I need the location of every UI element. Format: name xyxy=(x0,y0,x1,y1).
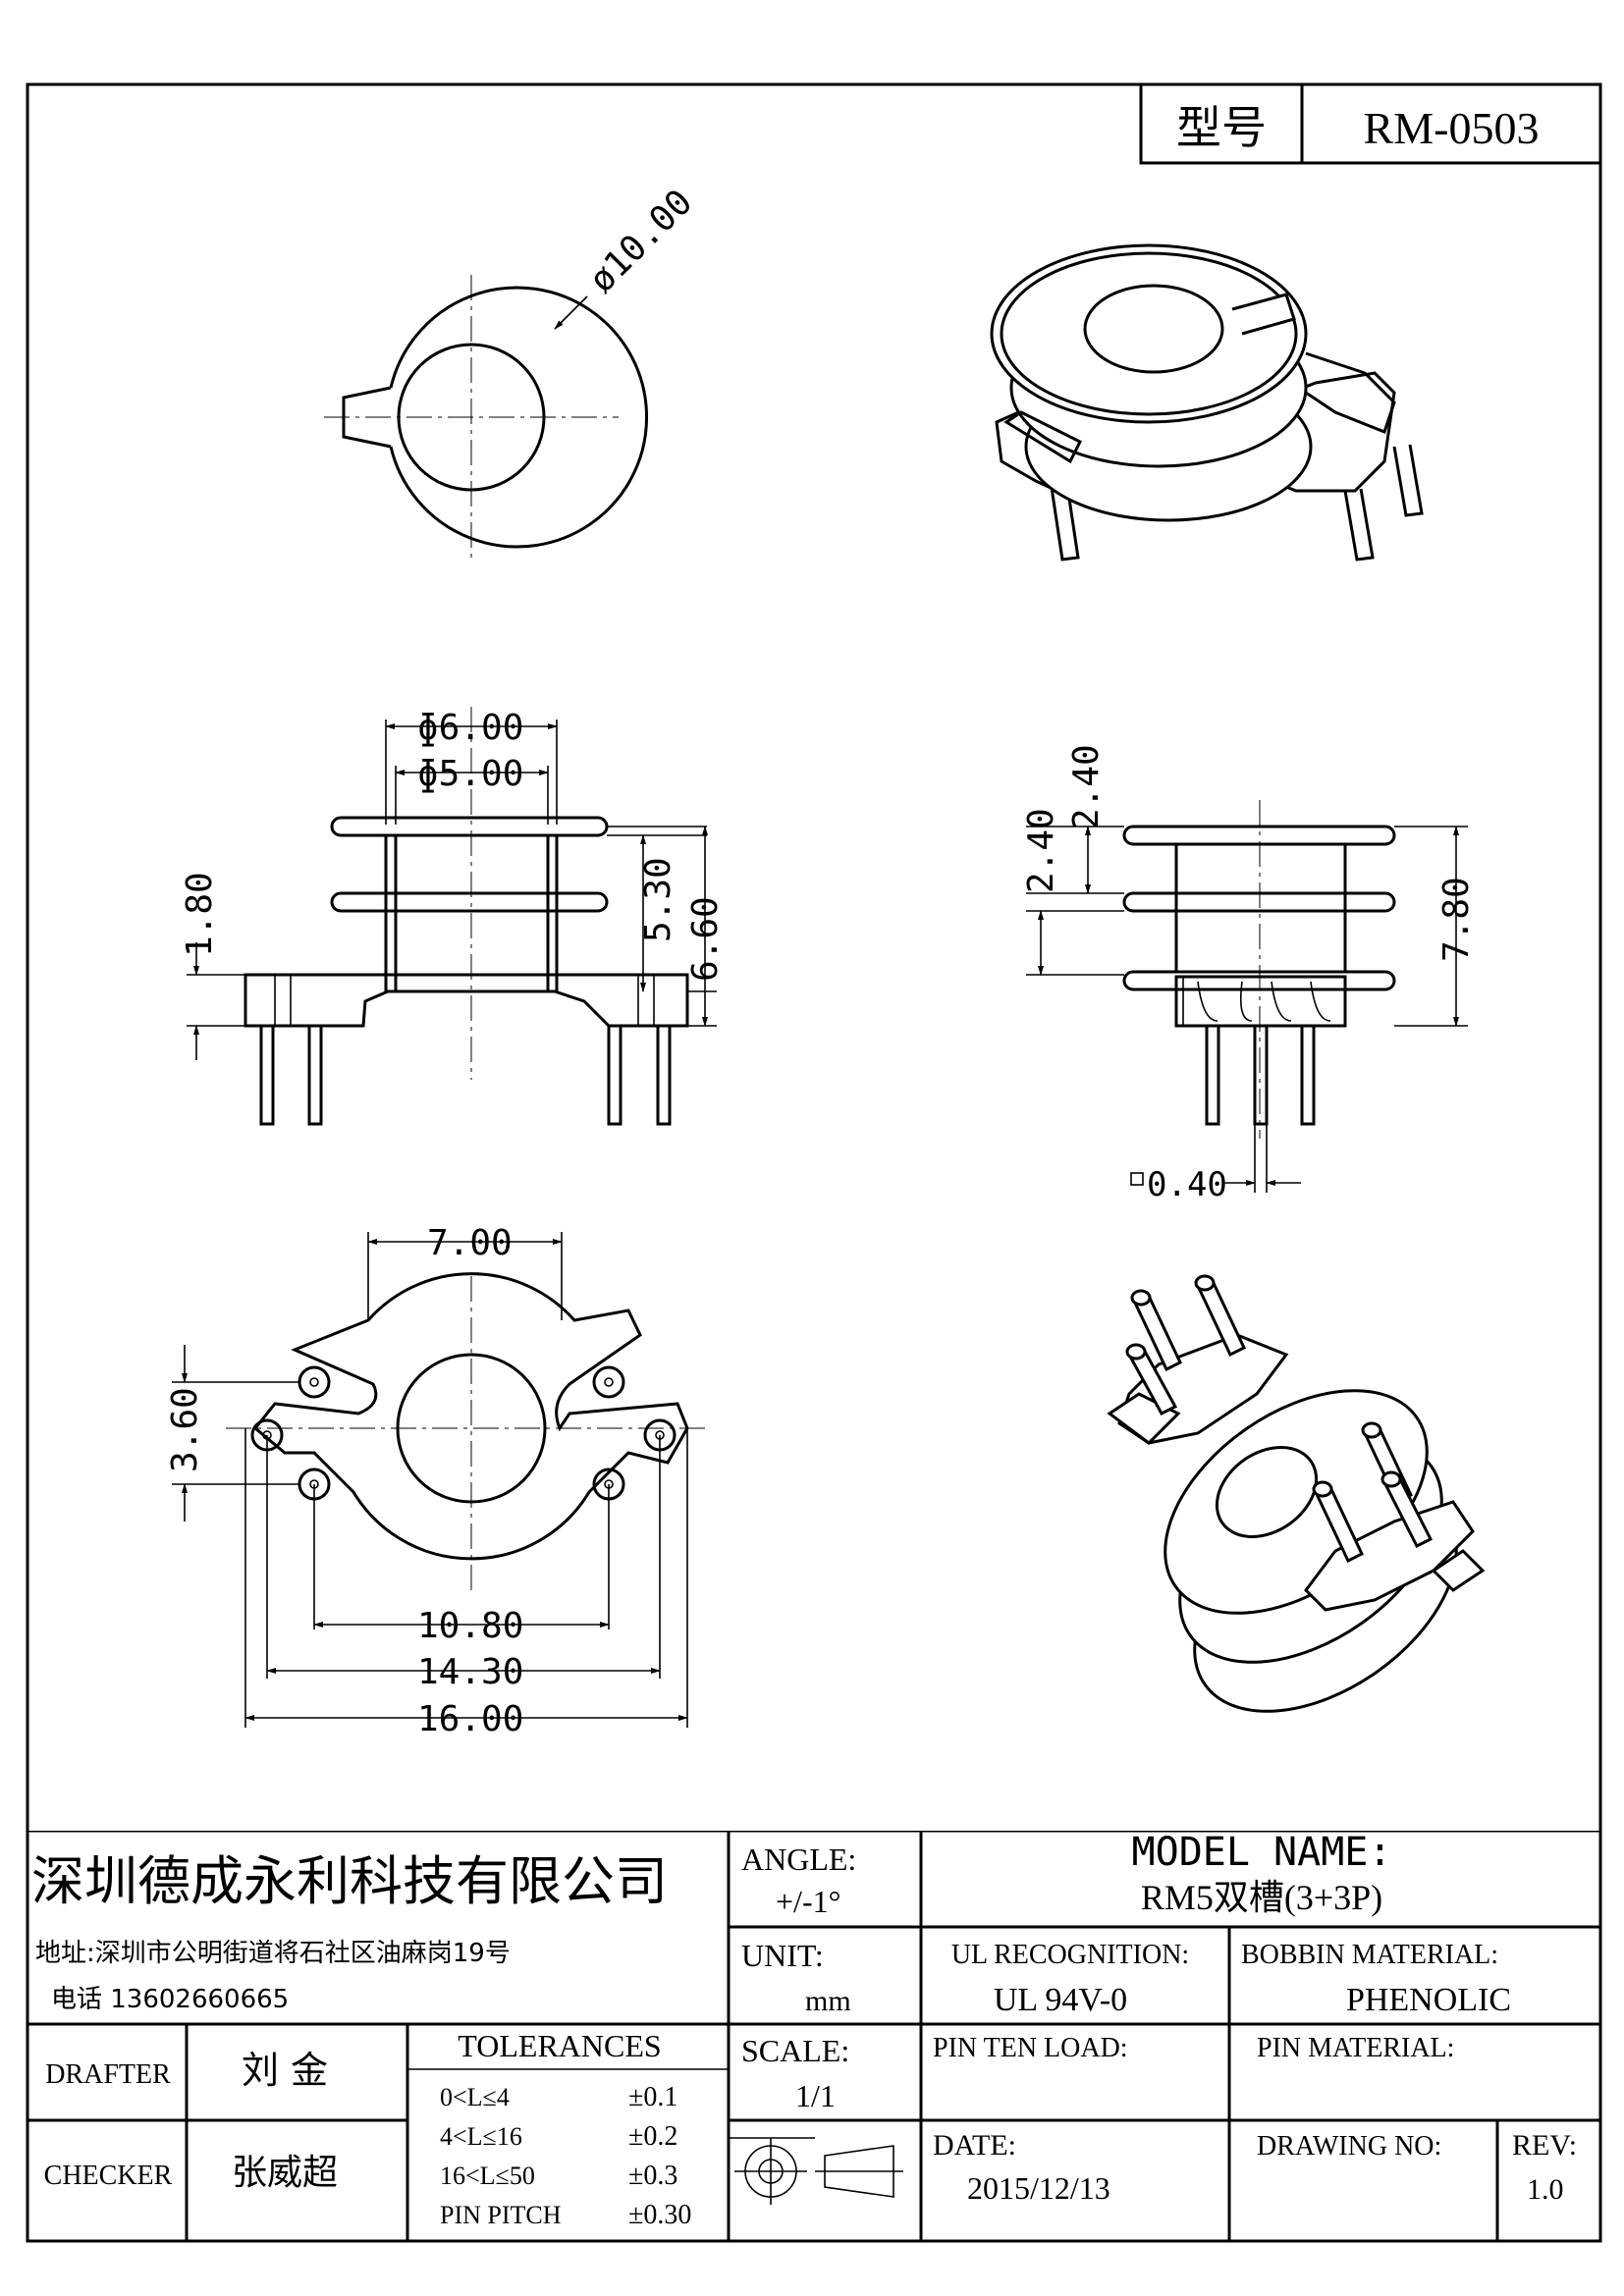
company-phone: 电话 13602660665 xyxy=(51,1985,289,2014)
dim-slot-240-a: 2.40 xyxy=(1066,744,1107,829)
sheet-border xyxy=(26,82,1602,2243)
dim-pin-span-1080: 10.80 xyxy=(417,1606,523,1646)
tolerance-value-1: ±0.1 xyxy=(628,2082,677,2112)
drafter-label: DRAFTER xyxy=(45,2059,171,2090)
unit-label: UNIT: xyxy=(741,1938,824,1973)
iso-view-bottom xyxy=(1107,1274,1486,1713)
dim-flange-pitch: 1.80 xyxy=(180,872,220,957)
tolerance-value-3: ±0.3 xyxy=(628,2161,677,2191)
tolerances-label: TOLERANCES xyxy=(458,2028,661,2063)
model-value: RM-0503 xyxy=(1364,103,1540,153)
front-view: ɸ6.00 ɸ5.00 1.80 5.30 6.60 xyxy=(180,707,726,1126)
date-label: DATE: xyxy=(933,2129,1016,2162)
projection-symbol-icon xyxy=(729,2137,903,2205)
bottom-view: 7.00 3.60 10.80 14.30 16.00 xyxy=(165,1223,707,1739)
tolerance-value-2: ±0.2 xyxy=(628,2121,677,2152)
dim-outer-diameter: ɸ6.00 xyxy=(417,708,523,748)
unit-value: mm xyxy=(805,1985,851,2017)
company-name: 深圳德成永利科技有限公司 xyxy=(31,1850,668,1912)
ul-label: UL RECOGNITION: xyxy=(951,1940,1189,1970)
iso-view-top xyxy=(990,243,1424,561)
dim-pin-span-1430: 14.30 xyxy=(417,1652,523,1692)
date-value: 2015/12/13 xyxy=(967,2170,1110,2206)
rev-value: 1.0 xyxy=(1527,2173,1564,2206)
rev-label: REV: xyxy=(1512,2129,1577,2162)
pin-ten-load-label: PIN TEN LOAD: xyxy=(933,2033,1128,2063)
side-view: 2.40 2.40 7.80 0.40 xyxy=(1021,744,1477,1204)
angle-label: ANGLE: xyxy=(741,1842,856,1877)
tolerance-range-2: 4<L≤16 xyxy=(440,2122,522,2151)
dim-slot-240-b: 2.40 xyxy=(1021,808,1061,893)
dim-bottom-width: 7.00 xyxy=(427,1223,513,1263)
pin-holes xyxy=(250,1365,677,1501)
dim-pin-size: 0.40 xyxy=(1147,1165,1227,1204)
model-header-box: 型号 RM-0503 xyxy=(1139,82,1602,165)
pin-material-label: PIN MATERIAL: xyxy=(1257,2033,1454,2063)
model-name-label: MODEL NAME: xyxy=(1132,1830,1392,1875)
dim-total-height: 7.80 xyxy=(1436,877,1477,962)
title-block: 深圳德成永利科技有限公司 地址:深圳市公明街道将石社区油麻岗19号 电话 136… xyxy=(27,1830,1600,2241)
dim-height-530: 5.30 xyxy=(638,857,678,942)
dim-inner-diameter: ɸ5.00 xyxy=(417,754,523,794)
checker-value: 张威超 xyxy=(232,2153,338,2193)
tolerance-range-1: 0<L≤4 xyxy=(440,2083,510,2111)
dim-height-660: 6.60 xyxy=(685,896,726,982)
model-label: 型号 xyxy=(1176,101,1267,154)
tolerance-range-4: PIN PITCH xyxy=(440,2201,562,2229)
company-address: 地址:深圳市公明街道将石社区油麻岗19号 xyxy=(35,1939,511,1968)
ul-value: UL 94V-0 xyxy=(994,1982,1127,2018)
model-name-value: RM5双槽(3+3P) xyxy=(1141,1878,1382,1917)
scale-label: SCALE: xyxy=(741,2033,849,2068)
scale-value: 1/1 xyxy=(795,2078,836,2113)
dim-pin-row-spacing: 3.60 xyxy=(165,1387,205,1472)
top-view: ø10.00 xyxy=(324,182,700,560)
checker-label: CHECKER xyxy=(44,2161,173,2191)
drawing-no-label: DRAWING NO: xyxy=(1257,2131,1441,2162)
tolerance-value-4: ±0.30 xyxy=(628,2200,691,2230)
drafter-value: 刘 金 xyxy=(242,2049,328,2092)
bobbin-material-label: BOBBIN MATERIAL: xyxy=(1241,1940,1498,1970)
angle-value: +/-1° xyxy=(776,1884,840,1919)
tolerance-range-3: 16<L≤50 xyxy=(440,2162,535,2190)
bobbin-material-value: PHENOLIC xyxy=(1346,1982,1511,2018)
dim-top-diameter: ø10.00 xyxy=(581,182,700,300)
dim-overall-width: 16.00 xyxy=(417,1699,523,1739)
